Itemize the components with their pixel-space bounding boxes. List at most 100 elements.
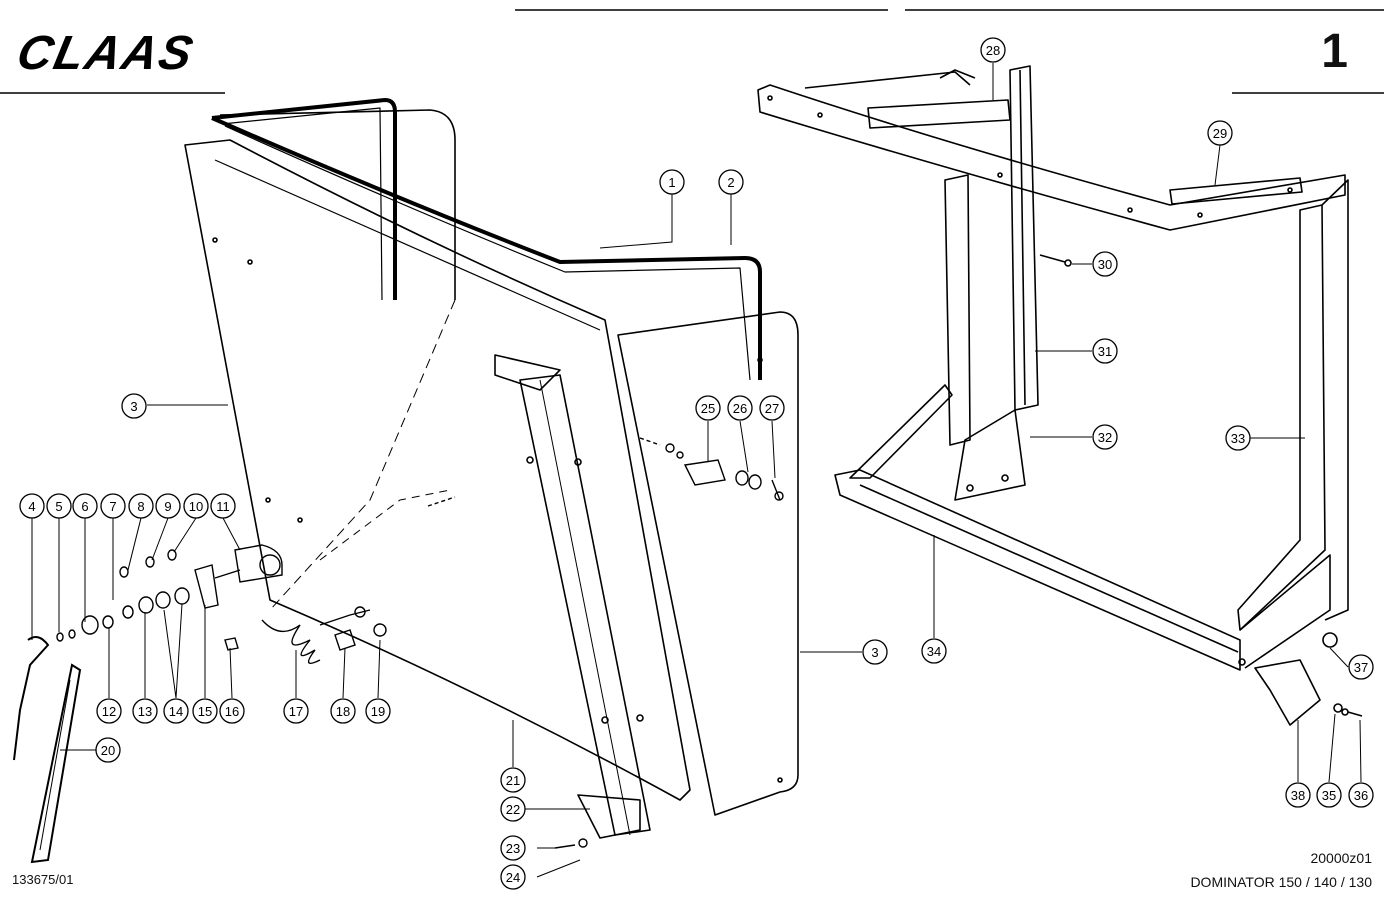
callout-label: 17 (289, 704, 303, 719)
callout-circle (695, 395, 721, 421)
callout-c21: 21 (500, 767, 526, 793)
callout-c33: 33 (1225, 425, 1251, 451)
callout-circle (1348, 782, 1374, 808)
callout-circle (759, 395, 785, 421)
callout-c22: 22 (500, 796, 526, 822)
callout-circle (210, 493, 236, 519)
callout-label: 9 (164, 499, 171, 514)
callout-circle (1207, 120, 1233, 146)
callout-label: 3 (130, 399, 137, 414)
callout-c3b: 3 (862, 639, 888, 665)
callout-c35: 35 (1316, 782, 1342, 808)
callout-c15: 15 (192, 698, 218, 724)
callout-circle (500, 796, 526, 822)
callout-circle (96, 698, 122, 724)
callout-circle (100, 493, 126, 519)
callout-circle (500, 767, 526, 793)
windshield-assembly (184, 98, 799, 839)
callout-label: 20 (101, 743, 115, 758)
model-name: DOMINATOR 150 / 140 / 130 (1190, 874, 1372, 890)
callout-circle (95, 737, 121, 763)
callout-c19: 19 (365, 698, 391, 724)
callout-circle (121, 393, 147, 419)
callout-label: 12 (102, 704, 116, 719)
callout-label: 6 (81, 499, 88, 514)
callout-label: 3 (871, 645, 878, 660)
callout-c17: 17 (283, 698, 309, 724)
callout-circle (183, 493, 209, 519)
callout-c13: 13 (132, 698, 158, 724)
windshield-glass-left (184, 139, 691, 801)
callout-circle (163, 698, 189, 724)
callout-circle (283, 698, 309, 724)
callout-circle (19, 493, 45, 519)
wiper-motor-group (13, 437, 784, 864)
callout-label: 31 (1098, 344, 1112, 359)
callout-label: 29 (1213, 126, 1227, 141)
callout-label: 33 (1231, 431, 1245, 446)
callout-label: 19 (371, 704, 385, 719)
callout-circle (1092, 338, 1118, 364)
roof-front-beam (757, 84, 1346, 231)
callout-circle (980, 37, 1006, 63)
callout-circle (718, 169, 744, 195)
callout-c20: 20 (95, 737, 121, 763)
callout-c38: 38 (1285, 782, 1311, 808)
callout-label: 37 (1354, 660, 1368, 675)
wiper-motor (234, 544, 283, 583)
callout-c25: 25 (695, 395, 721, 421)
callout-c30: 30 (1092, 251, 1118, 277)
window-seal (211, 98, 397, 300)
windshield-glass-right (617, 311, 799, 816)
callout-label: 34 (927, 644, 941, 659)
callout-c16: 16 (219, 698, 245, 724)
callout-circle (1285, 782, 1311, 808)
mounting-plate (194, 564, 219, 609)
callout-label: 2 (727, 175, 734, 190)
callout-c8: 8 (128, 493, 154, 519)
callout-c31: 31 (1092, 338, 1118, 364)
callout-circle (128, 493, 154, 519)
header-rules (0, 9, 1384, 94)
callout-circle (659, 169, 685, 195)
hinge-bracket (683, 459, 726, 486)
callout-label: 14 (169, 704, 183, 719)
callout-circle (921, 638, 947, 664)
callout-c3a: 3 (121, 393, 147, 419)
callout-label: 8 (137, 499, 144, 514)
callout-circle (1092, 251, 1118, 277)
callout-label: 36 (1354, 788, 1368, 803)
callout-label: 32 (1098, 430, 1112, 445)
callout-circle (500, 835, 526, 861)
callout-circle (1316, 782, 1342, 808)
callout-c23: 23 (500, 835, 526, 861)
callout-c36: 36 (1348, 782, 1374, 808)
callout-label: 23 (506, 841, 520, 856)
callout-c34: 34 (921, 638, 947, 664)
callout-c1: 1 (659, 169, 685, 195)
right-post-seal (1237, 204, 1326, 631)
callout-circle (46, 493, 72, 519)
callout-c10: 10 (183, 493, 209, 519)
drawing-code: 20000z01 (1310, 850, 1372, 866)
callout-c9: 9 (155, 493, 181, 519)
rear-glass-panel (219, 109, 456, 300)
callout-c6: 6 (72, 493, 98, 519)
callout-label: 38 (1291, 788, 1305, 803)
callout-circle (155, 493, 181, 519)
callout-c27: 27 (759, 395, 785, 421)
callout-label: 22 (506, 802, 520, 817)
callout-label: 7 (109, 499, 116, 514)
callout-label: 13 (138, 704, 152, 719)
cab-frame (757, 65, 1363, 726)
callout-c5: 5 (46, 493, 72, 519)
callout-label: 4 (28, 499, 35, 514)
callout-label: 26 (733, 401, 747, 416)
wiper-blade (30, 663, 82, 864)
callout-circle (192, 698, 218, 724)
callout-c26: 26 (727, 395, 753, 421)
callout-c7: 7 (100, 493, 126, 519)
corner-bracket (1254, 659, 1321, 726)
